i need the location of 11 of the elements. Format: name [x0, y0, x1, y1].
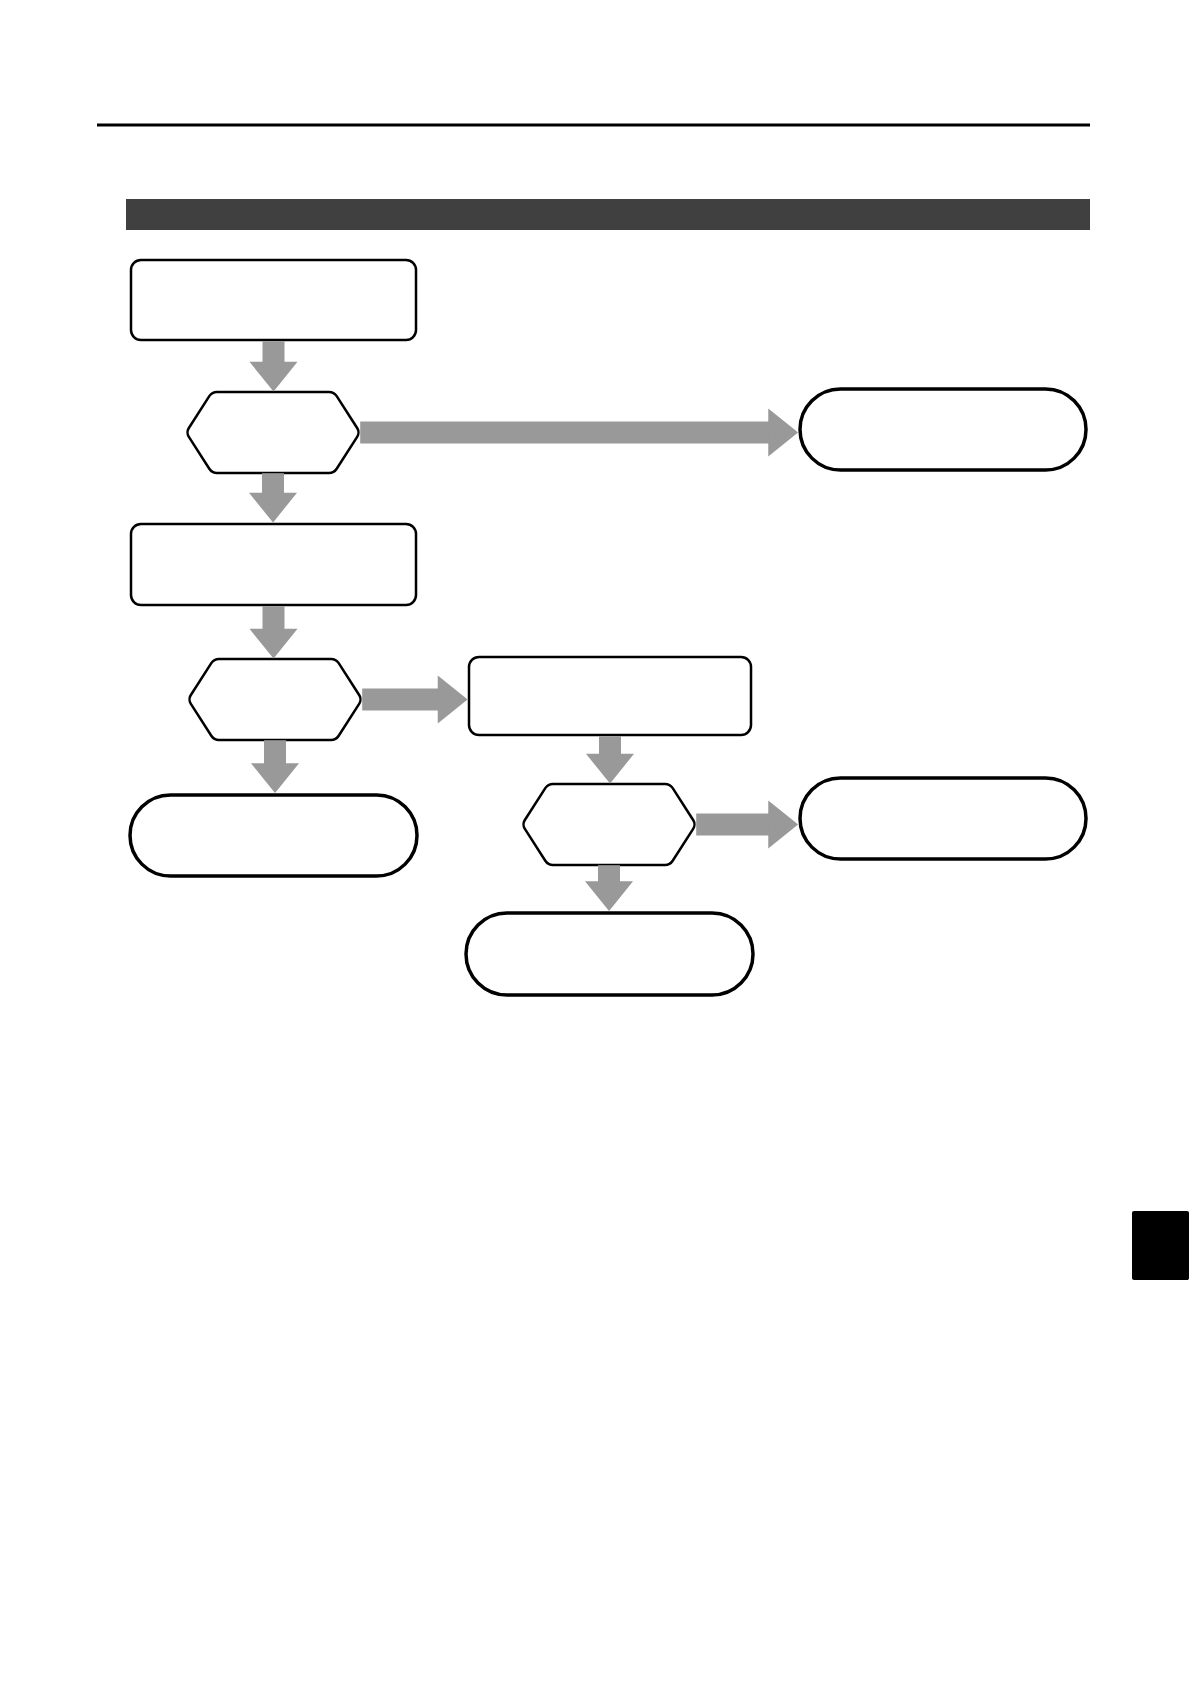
decision-hexagon [186, 390, 360, 475]
process-box [129, 258, 418, 342]
process-box [467, 655, 753, 737]
decision-hexagon [188, 657, 362, 742]
decision-hexagon [522, 782, 696, 867]
section-bar [126, 199, 1090, 230]
terminal-capsule [798, 387, 1088, 472]
terminal-capsule [798, 776, 1088, 861]
process-box [129, 522, 418, 607]
terminal-capsule [464, 911, 755, 997]
terminal-capsule [128, 793, 419, 878]
